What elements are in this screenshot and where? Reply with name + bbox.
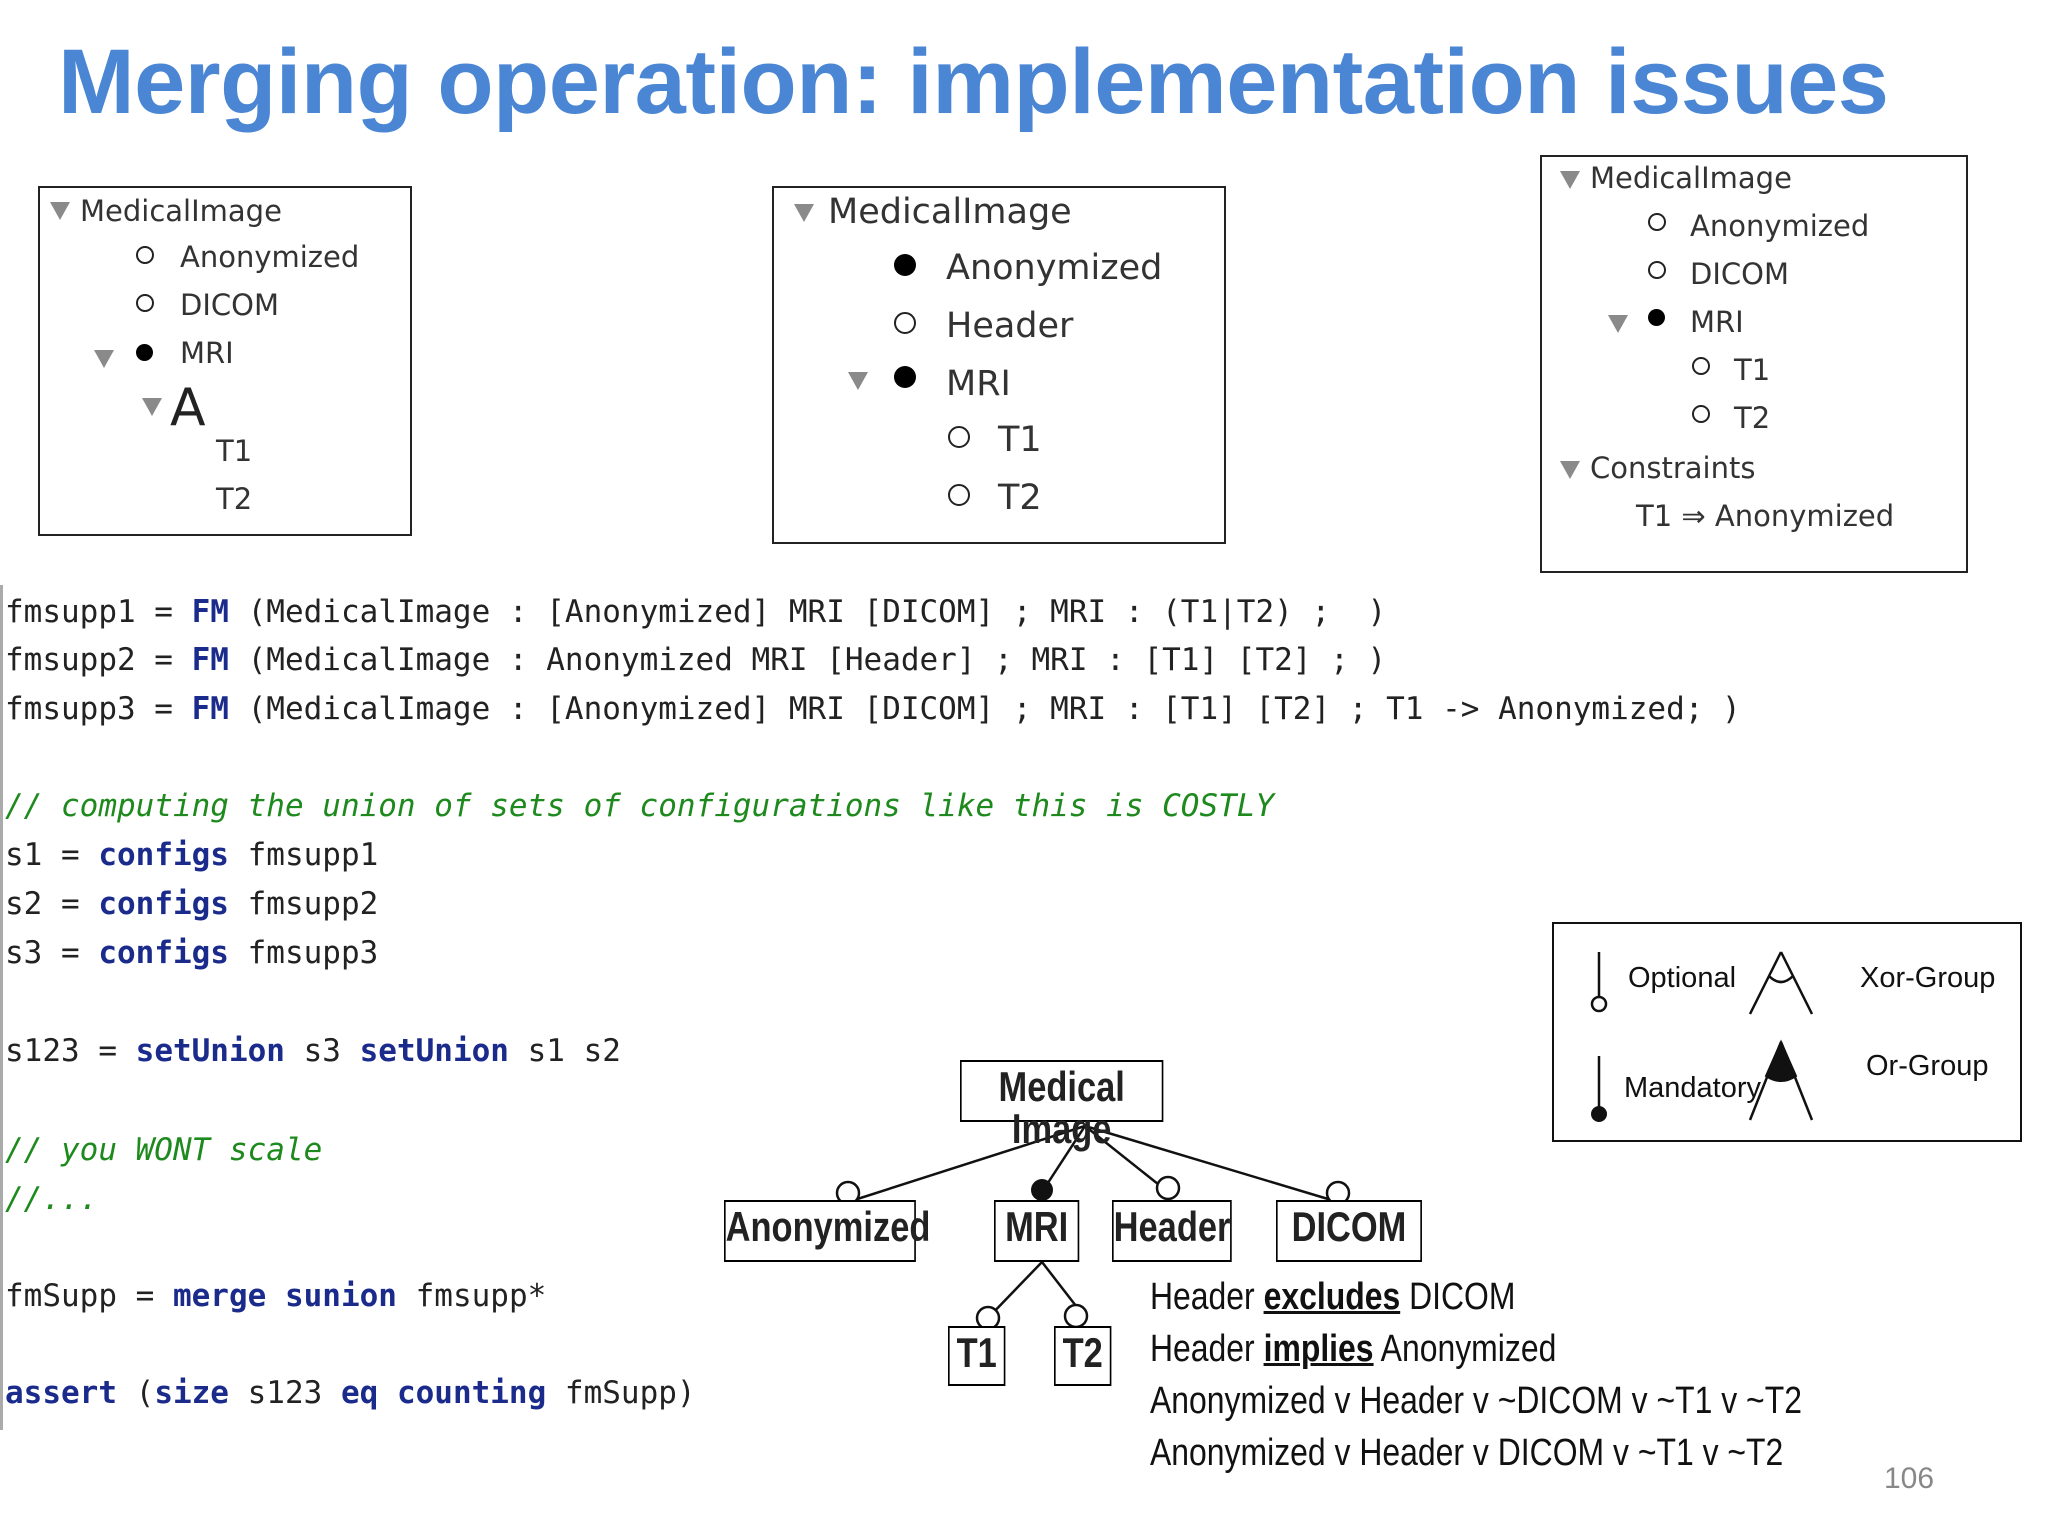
constraint-item: T1 ⇒ Anonymized [1636,499,1895,533]
expand-triangle-icon [848,372,868,390]
mandatory-edge-icon [1591,1056,1607,1122]
constraint-header-excludes-dicom: Header excludes DICOM [1150,1276,1516,1318]
code-line-s3: s3 = configs fmsupp3 [5,935,379,971]
tree-item-mri: MRI [180,336,234,370]
fm-node-medical-image: Medical Image [960,1060,1164,1150]
fm-node-anonymized: Anonymized [724,1200,930,1262]
code-comment-ellipsis: //... [5,1181,99,1217]
fm-node-t1: T1 [948,1326,1006,1386]
or-group-icon [1748,1039,1814,1121]
tree-item-t2: T2 [1734,401,1771,435]
slide-title: Merging operation: implementation issues [58,31,1889,133]
tree-item-t1: T1 [216,434,253,468]
code-line-fmsupp2: fmsupp2 = FM (MedicalImage : Anonymized … [5,642,1387,678]
tree-item-t1: T1 [998,420,1042,460]
tree-root-label: MedicalImage [828,192,1072,232]
tree-panel-middle: MedicalImage Anonymized Header MRI T1 T2 [772,186,1226,544]
expand-triangle-icon [1608,315,1628,333]
expand-triangle-icon [50,202,70,220]
tree-item-t2: T2 [216,482,253,516]
optional-circle-icon [948,484,970,506]
fm-node-t2: T2 [1054,1326,1112,1386]
tree-item-mri: MRI [946,364,1011,404]
code-line-fmsupp3: fmsupp3 = FM (MedicalImage : [Anonymized… [5,691,1741,727]
tree-item-anonymized: Anonymized [180,240,360,274]
legend-xor-group-label: Xor-Group [1860,962,1996,994]
constraint-header-implies-anonymized: Header implies Anonymized [1150,1328,1557,1370]
constraints-label: Constraints [1590,451,1756,485]
expand-triangle-icon [1560,461,1580,479]
tree-item-anonymized: Anonymized [1690,209,1870,243]
code-line-fmsupp-merge: fmSupp = merge sunion fmsupp* [5,1278,547,1314]
mandatory-dot-icon [894,254,916,276]
code-comment-costly: // computing the union of sets of config… [5,788,1275,824]
optional-circle-icon [136,246,154,264]
fm-node-header: Header [1112,1200,1232,1262]
legend-optional-label: Optional [1628,962,1737,994]
expand-triangle-icon [142,398,162,416]
legend-symbols [1590,951,1814,1122]
tree-item-t1: T1 [1734,353,1771,387]
tree-item-header: Header [946,306,1074,346]
tree-item-dicom: DICOM [180,288,279,322]
optional-circle-icon [1155,1175,1181,1201]
optional-circle-icon [1692,357,1710,375]
optional-circle-icon [948,426,970,448]
xor-group-glyph: A [170,378,206,438]
tree-root-label: MedicalImage [80,194,282,228]
tree-item-anonymized: Anonymized [946,248,1163,288]
constraint-clause-2: Anonymized v Header v DICOM v ~T1 v ~T2 [1150,1432,1784,1474]
code-comment-scale: // you WONT scale [5,1132,323,1168]
fm-node-mri: MRI [994,1200,1080,1262]
constraint-clause-1: Anonymized v Header v ~DICOM v ~T1 v ~T2 [1150,1380,1802,1422]
legend-mandatory-label: Mandatory [1624,1072,1762,1104]
tree-item-mri: MRI [1690,305,1744,339]
code-left-rule [0,585,3,1430]
notation-legend: Optional Xor-Group Mandatory Or-Group [1552,922,2022,1142]
tree-panel-right: MedicalImage Anonymized DICOM MRI T1 T2 … [1540,155,1968,573]
mandatory-dot-icon [894,366,916,388]
code-line-s2: s2 = configs fmsupp2 [5,886,379,922]
code-line-s123: s123 = setUnion s3 setUnion s1 s2 [5,1033,621,1069]
optional-edge-icon [1590,952,1608,1013]
tree-panel-left: MedicalImage Anonymized DICOM MRI A T1 T… [38,186,412,536]
tree-item-t2: T2 [998,478,1042,518]
fm-node-dicom: DICOM [1276,1200,1422,1262]
code-line-s1: s1 = configs fmsupp1 [5,837,379,873]
xor-group-icon [1748,951,1814,1015]
code-line-fmsupp1: fmsupp1 = FM (MedicalImage : [Anonymized… [5,594,1387,630]
tree-root-label: MedicalImage [1590,161,1792,195]
optional-circle-icon [1648,261,1666,279]
tree-item-dicom: DICOM [1690,257,1789,291]
expand-triangle-icon [794,204,814,222]
mandatory-dot-icon [136,344,153,361]
optional-circle-icon [1692,405,1710,423]
optional-circle-icon [894,312,916,334]
expand-triangle-icon [94,350,114,368]
optional-circle-icon [1063,1303,1089,1329]
code-line-assert: assert (size s123 eq counting fmSupp) [5,1375,696,1411]
optional-circle-icon [1648,213,1666,231]
mandatory-dot-icon [1031,1179,1053,1201]
optional-circle-icon [136,294,154,312]
page-number: 106 [1884,1462,1935,1495]
legend-or-group-label: Or-Group [1866,1050,1989,1082]
mandatory-dot-icon [1648,309,1665,326]
expand-triangle-icon [1560,171,1580,189]
